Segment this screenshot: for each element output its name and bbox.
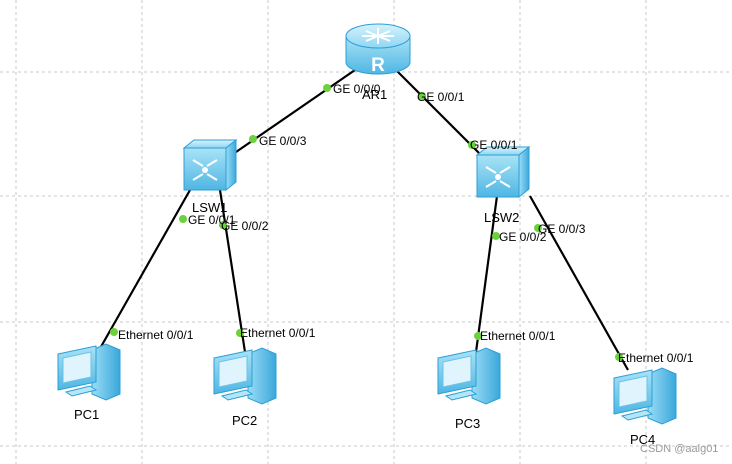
port-labels: GE 0/0/0 GE 0/0/3 GE 0/0/1 GE 0/0/1 GE 0…	[118, 82, 694, 365]
port-label: GE 0/0/1	[188, 213, 236, 227]
port-dot	[323, 84, 331, 92]
pc-pc4[interactable]	[613, 367, 677, 425]
port-dot	[249, 135, 257, 143]
switch-icon	[475, 145, 531, 199]
switch-lsw1[interactable]	[182, 138, 238, 192]
port-label: GE 0/0/1	[470, 138, 518, 152]
device-label-ar1: AR1	[362, 87, 387, 102]
port-dot	[418, 92, 426, 100]
device-label-lsw2: LSW2	[484, 210, 519, 225]
port-label: GE 0/0/3	[259, 134, 307, 148]
pc-icon	[57, 343, 121, 401]
port-dots	[110, 84, 623, 361]
port-label: Ethernet 0/0/1	[480, 329, 556, 343]
device-label-lsw1: LSW1	[192, 200, 227, 215]
port-label: GE 0/0/0	[333, 82, 381, 96]
link-lsw2-pc4[interactable]	[529, 195, 629, 371]
port-label: GE 0/0/1	[417, 90, 465, 104]
link-lsw1-pc2[interactable]	[218, 189, 247, 353]
router-icon: R	[345, 23, 411, 76]
port-label: Ethernet 0/0/1	[240, 326, 316, 340]
link-lsw2-pc3[interactable]	[474, 195, 499, 353]
port-dot	[474, 332, 482, 340]
pc-pc3[interactable]	[437, 347, 501, 405]
router-glyph: R	[371, 55, 385, 76]
device-labels: AR1 LSW1 LSW2 PC1 PC2 PC3 PC4	[74, 87, 655, 447]
pc-icon	[437, 347, 501, 405]
pc-pc1[interactable]	[57, 343, 121, 401]
port-label: GE 0/0/2	[221, 219, 269, 233]
watermark: CSDN @aalg01	[640, 443, 718, 455]
device-label-pc1: PC1	[74, 407, 99, 422]
port-dot	[492, 232, 500, 240]
pc-pc2[interactable]	[213, 347, 277, 405]
switch-icon	[182, 138, 238, 192]
pc-icon	[213, 347, 277, 405]
port-dot	[236, 329, 244, 337]
port-dot	[534, 224, 542, 232]
link-lsw1-pc1[interactable]	[97, 189, 191, 353]
switch-lsw2[interactable]	[475, 145, 531, 199]
port-label: Ethernet 0/0/1	[118, 328, 194, 342]
port-label: GE 0/0/3	[538, 222, 586, 236]
device-label-pc4: PC4	[630, 432, 655, 447]
device-label-pc3: PC3	[455, 416, 480, 431]
port-dot	[219, 221, 227, 229]
router-ar1[interactable]: R	[345, 23, 411, 76]
pc-icon	[613, 367, 677, 425]
port-label: Ethernet 0/0/1	[618, 351, 694, 365]
port-dot	[179, 215, 187, 223]
port-dot	[468, 141, 476, 149]
port-label: GE 0/0/2	[499, 230, 547, 244]
port-dot	[110, 328, 118, 336]
links	[97, 69, 629, 371]
device-label-pc2: PC2	[232, 413, 257, 428]
port-dot	[615, 353, 623, 361]
